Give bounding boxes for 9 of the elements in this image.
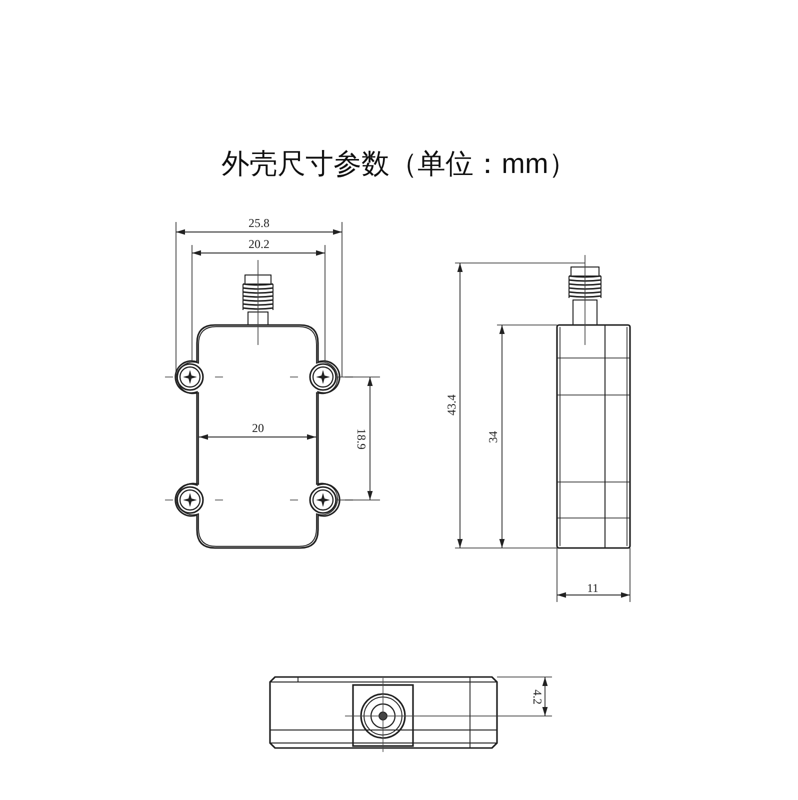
dimension-label: 4.2 — [531, 690, 543, 704]
dimension-label: 11 — [587, 582, 599, 594]
title: 外壳尺寸参数（单位：mm） — [222, 147, 576, 181]
dimension-label: 18.9 — [355, 428, 367, 450]
dimension-label: 20 — [252, 422, 264, 434]
dimension-label: 20.2 — [248, 238, 270, 250]
dimension-label: 25.8 — [248, 217, 270, 229]
dimension-label: 43.4 — [445, 394, 457, 416]
dimension-label: 34 — [487, 431, 499, 443]
